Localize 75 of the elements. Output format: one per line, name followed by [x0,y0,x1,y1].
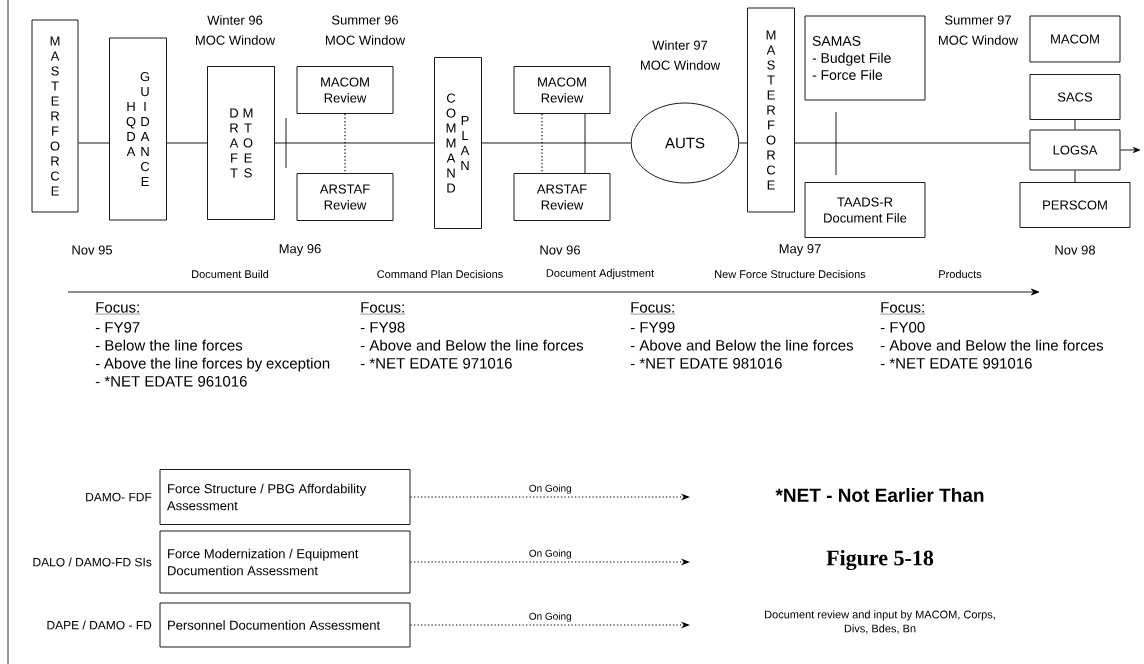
connector-line [584,113,586,174]
list-item: - *NET EDATE 981016 [630,358,782,369]
list-item: - Below the line forces [95,339,243,351]
connector-line [344,113,346,174]
phase-label: New Force Structure Decisions [715,269,866,279]
window-label: MOC Window [641,60,721,70]
phase-label: Command Plan Decisions [377,269,503,279]
connector-line [794,142,1030,144]
vertical-box: MASTER FORCE [31,19,79,213]
date-label: May 97 [779,244,821,256]
list-item: - FY00 [880,322,925,333]
assessment-box: Force Modernization / Equipment Documention Assessment [159,530,411,594]
process-box: SACS [1029,74,1121,120]
window-label: MOC Window [196,35,276,45]
edge-label: On Going [527,483,573,495]
season-label: Winter 97 [652,40,708,50]
date-label: Nov 95 [72,245,113,255]
phase-label: Products [939,269,982,279]
edge-label: On Going [527,611,573,623]
list-item: - Above the line forces by exception [95,357,330,372]
figure-caption: Figure 5-18 [826,549,934,571]
process-box: MACOM Review [513,66,611,114]
vertical-box: COMMAND PLAN [434,57,482,229]
side-label: DALO / DAMO-FD SIs [33,557,152,567]
date-label: Nov 98 [1055,245,1095,255]
assessment-box: Force Structure / PBG Affordability Assessment [159,469,411,525]
vertical-box: HQDA GUIDANCE [109,37,167,221]
list-item: - FY97 [95,322,140,333]
process-box: MACOM Review [296,66,394,114]
process-box: ARSTAF Review [296,173,394,221]
connector-line [481,142,632,144]
connector-line [541,113,543,174]
date-label: Nov 96 [540,245,580,255]
process-box: PERSCOM [1019,182,1131,228]
list-item: - Above and Below the line forces [630,339,854,351]
window-label: MOC Window [326,35,406,45]
side-label: DAMO- FDF [86,492,152,502]
vertical-box: DRAFT MTOES [207,66,275,220]
connector-line [274,142,435,144]
connector-line [738,142,748,144]
window-label: MOC Window [939,35,1019,45]
focus-heading: Focus: [630,302,676,315]
arrow [1120,147,1141,153]
list-item: - *NET EDATE 991016 [880,358,1032,369]
list-item: - FY99 [630,322,675,333]
list-item: - Above and Below the line forces [360,339,584,351]
vertical-box: MASTER FORCE [747,7,795,213]
process-box: ARSTAF Review [513,173,611,221]
connector-line [1074,119,1076,130]
caption-text: Document review and input by MACOM, Corps, Divs, Bdes, Bn [765,610,995,634]
list-item: - *NET EDATE 961016 [95,376,247,387]
list-item: - *NET EDATE 971016 [360,358,512,369]
focus-heading: Focus: [880,302,926,315]
process-box: TAADS-R Document File [804,182,926,238]
process-box: LOGSA [1029,129,1121,171]
side-label: DAPE / DAMO - FD [47,620,152,630]
file-box: SAMAS - Budget File - Force File [804,15,926,101]
date-label: May 96 [279,244,321,256]
ellipse-node: AUTS [630,102,740,184]
note-text: *NET - Not Earlier Than [775,488,984,502]
season-label: Summer 97 [945,15,1011,25]
season-label: Summer 96 [332,15,398,25]
assessment-box: Personnel Documention Assessment [159,602,411,648]
process-box: MACOM [1029,15,1121,63]
focus-heading: Focus: [360,302,406,315]
list-item: - Above and Below the line forces [880,339,1104,351]
connector-line [1074,170,1076,183]
list-item: - FY98 [360,322,405,333]
phase-label: Document Build [192,269,269,279]
season-label: Winter 96 [207,15,263,25]
connector-line [166,142,208,144]
edge-label: On Going [527,548,573,560]
focus-heading: Focus: [95,302,141,315]
connector-line [78,142,110,144]
phase-label: Document Adjustment [546,268,654,280]
